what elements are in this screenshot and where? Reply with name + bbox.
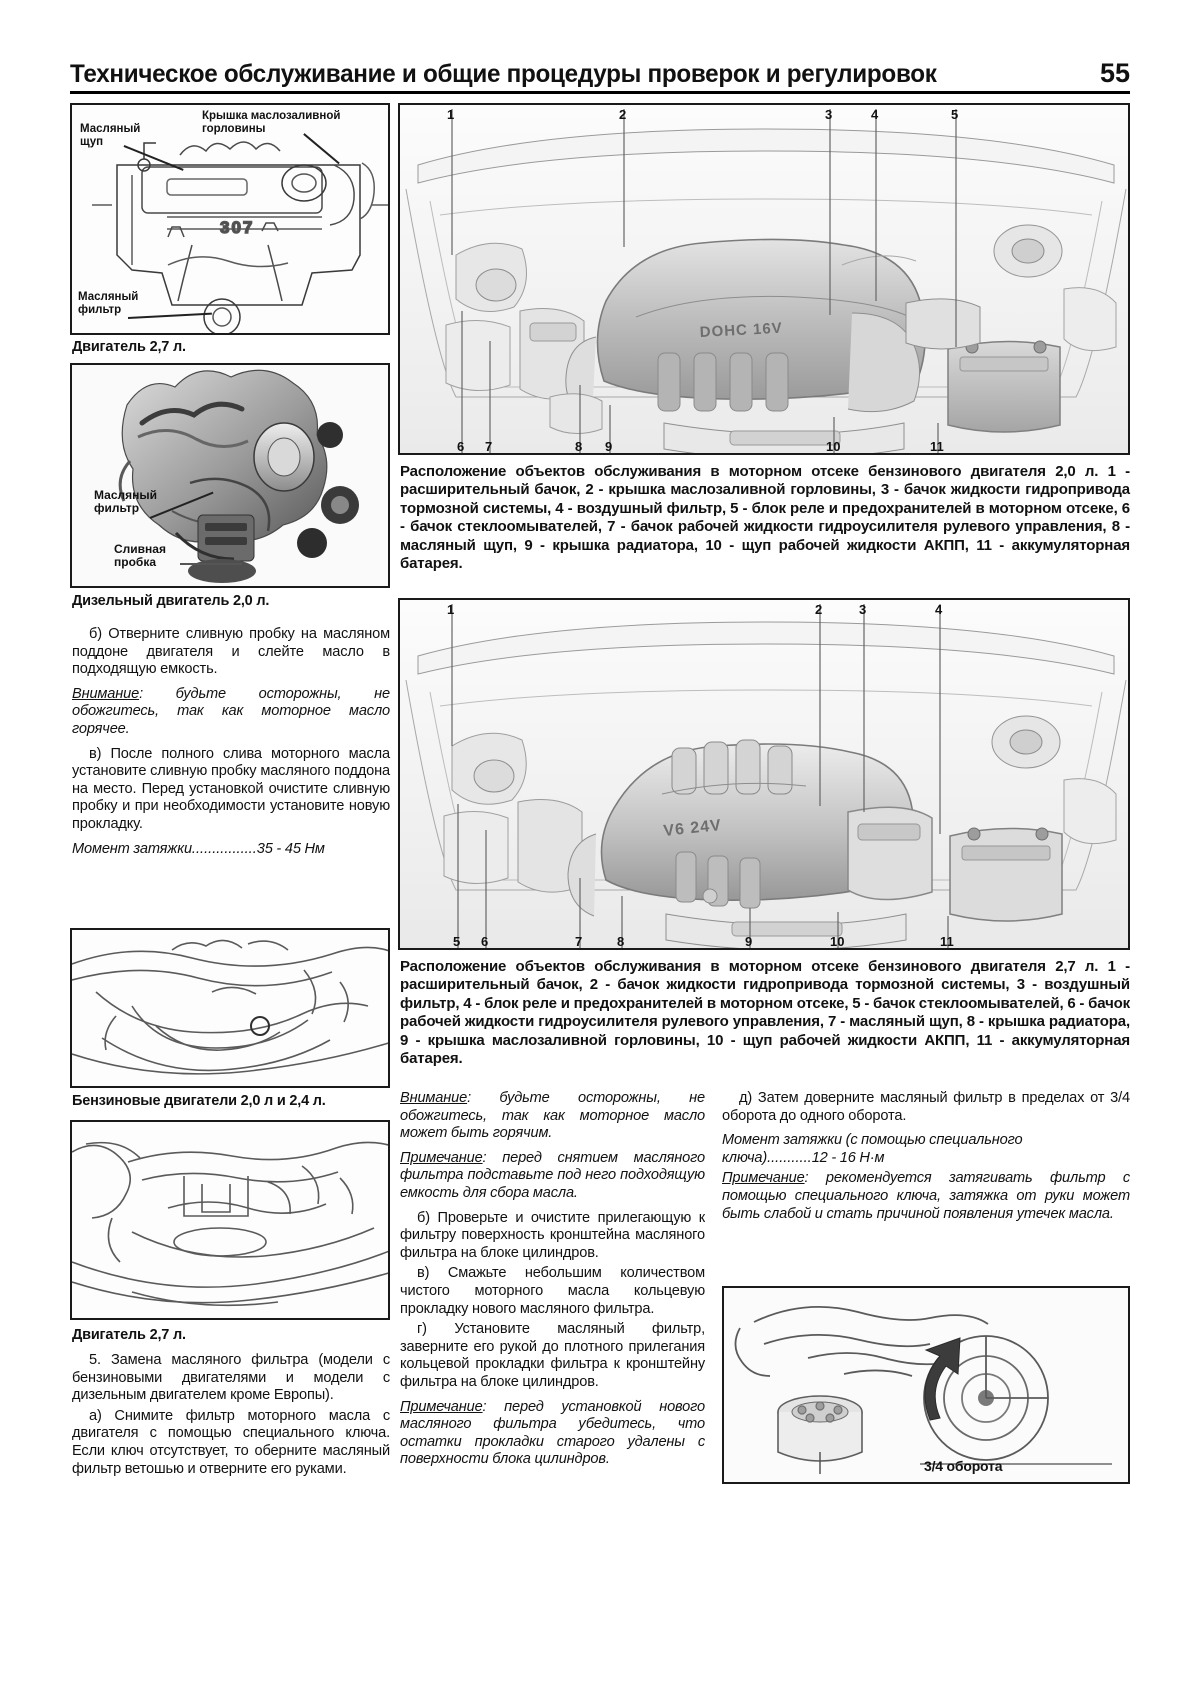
caption-engine-27-bottom: Двигатель 2,7 л. bbox=[72, 1327, 186, 1343]
figure-engine-27-bottom bbox=[70, 1120, 390, 1320]
bay27-number-7: 7 bbox=[575, 934, 583, 949]
engine-bay-27-drawing: V6 24V bbox=[400, 600, 1128, 948]
step-d-filter: д) Затем доверните масляный фильтр в пре… bbox=[722, 1090, 1130, 1124]
petrol-underbody-drawing bbox=[72, 939, 388, 1075]
step-v-filter: в) Смажьте небольшим количеством чистого… bbox=[400, 1265, 705, 1317]
torque-dots-2: ........... bbox=[767, 1149, 812, 1166]
torque-value-2: 12 - 16 Н·м bbox=[811, 1149, 885, 1166]
figure-engine-bay-20: DOHC 16V bbox=[398, 103, 1130, 455]
note-body-1: : перед снятием масляного фильтра подста… bbox=[400, 1149, 705, 1201]
warning-body-1: : будьте осторожны, не обожгитесь, так к… bbox=[72, 685, 390, 737]
label-dipstick: Масляный щуп bbox=[80, 123, 141, 148]
torque-dots-1: ................ bbox=[191, 840, 257, 857]
bay20-number-2: 2 bbox=[619, 107, 627, 122]
step-a-text: а) Снимите фильтр моторного масла с двиг… bbox=[72, 1407, 390, 1477]
engine-bay-20-drawing: DOHC 16V bbox=[400, 105, 1128, 453]
note-label-2: Примечание bbox=[400, 1398, 483, 1415]
bay27-number-5: 5 bbox=[453, 934, 461, 949]
page-title: Техническое обслуживание и общие процеду… bbox=[70, 60, 937, 88]
label-oil-filter-diesel: Масляный фильтр bbox=[94, 488, 157, 515]
caption-filter-turn: 3/4 оборота bbox=[924, 1458, 1003, 1474]
bay27-number-4: 4 bbox=[935, 602, 943, 617]
bottom-right-text: д) Затем доверните масляный фильтр в пре… bbox=[722, 1090, 1130, 1223]
bay27-number-1: 1 bbox=[447, 602, 455, 617]
step-b-filter: б) Проверьте и очистите прилегающую к фи… bbox=[400, 1209, 705, 1261]
label-oil-filter: Масляный фильтр bbox=[78, 291, 139, 316]
warning-label-1: Внимание bbox=[72, 685, 140, 702]
bay20-number-3: 3 bbox=[825, 107, 833, 122]
note-label-3: Примечание bbox=[722, 1170, 805, 1187]
engine-marking-20: DOHC 16V bbox=[699, 320, 783, 341]
bay20-number-11: 11 bbox=[930, 439, 944, 454]
bottom-middle-text: Внимание: будьте осторожны, не обожгитес… bbox=[400, 1090, 705, 1469]
warning-label-2: Внимание bbox=[400, 1090, 468, 1106]
engine-27-drawing: 307 bbox=[92, 141, 388, 333]
filter-turn-drawing bbox=[724, 1288, 1128, 1482]
bay27-number-8: 8 bbox=[617, 934, 625, 949]
label-oil-filler-cap: Крышка маслозаливной горловины bbox=[202, 110, 341, 135]
figure-petrol-20-24 bbox=[70, 928, 390, 1088]
filter-replacement-heading: 5. Замена масляного фильтра (модели с бе… bbox=[72, 1352, 390, 1404]
note-body-3: : рекомендуется затягивать фильтр с помо… bbox=[722, 1170, 1130, 1222]
page-header: Техническое обслуживание и общие процеду… bbox=[70, 52, 1130, 94]
bay20-number-9: 9 bbox=[605, 439, 613, 454]
bay27-number-3: 3 bbox=[859, 602, 867, 617]
caption-petrol-20-24: Бензиновые двигатели 2,0 л и 2,4 л. bbox=[72, 1093, 326, 1109]
figure-filter-turn: 3/4 оборота bbox=[722, 1286, 1130, 1484]
bay20-number-6: 6 bbox=[457, 439, 465, 454]
caption-engine-bay-27: Расположение объектов обслуживания в мот… bbox=[400, 958, 1130, 1068]
bay20-number-7: 7 bbox=[485, 439, 493, 454]
torque-value-1: 35 - 45 Нм bbox=[256, 840, 325, 857]
torque-label-2: Момент затяжки (с помощью специального к… bbox=[722, 1132, 1023, 1166]
figure-engine-27-top: 307 Масляный щуп Крышка маслозаливной го… bbox=[70, 103, 390, 335]
bay27-number-11: 11 bbox=[940, 934, 954, 949]
bay20-number-5: 5 bbox=[951, 107, 959, 122]
bottom-left-text: 5. Замена масляного фильтра (модели с бе… bbox=[72, 1352, 390, 1478]
bay20-number-10: 10 bbox=[826, 439, 841, 454]
left-column-text: б) Отверните сливную пробку на масляном … bbox=[72, 626, 390, 858]
bay20-number-4: 4 bbox=[871, 107, 879, 122]
diesel-20-photo bbox=[72, 365, 388, 586]
caption-diesel-20: Дизельный двигатель 2,0 л. bbox=[72, 593, 270, 609]
figure-diesel-20: Масляный фильтр Сливная пробка bbox=[70, 363, 390, 588]
bay27-number-10: 10 bbox=[830, 934, 845, 949]
caption-engine-27-top: Двигатель 2,7 л. bbox=[72, 339, 186, 355]
bay27-number-2: 2 bbox=[815, 602, 823, 617]
note-label-1: Примечание bbox=[400, 1149, 483, 1166]
step-v-text: в) После полного слива моторного масла у… bbox=[72, 745, 390, 832]
bay27-number-6: 6 bbox=[481, 934, 489, 949]
engine-27-underbody-drawing bbox=[72, 1141, 388, 1307]
label-drain-plug: Сливная пробка bbox=[114, 542, 166, 569]
note-body-2: : перед установкой нового масляного филь… bbox=[400, 1398, 705, 1468]
step-b-text: б) Отверните сливную пробку на масляном … bbox=[72, 626, 390, 678]
bay27-number-9: 9 bbox=[745, 934, 753, 949]
caption-engine-bay-20: Расположение объектов обслуживания в мот… bbox=[400, 463, 1130, 573]
bay20-number-1: 1 bbox=[447, 107, 455, 122]
leader-drain-plug bbox=[180, 563, 242, 565]
step-g-filter: г) Установите масляный фильтр, заверните… bbox=[400, 1321, 705, 1390]
torque-label-1: Момент затяжки bbox=[72, 840, 192, 857]
page-number: 55 bbox=[1099, 58, 1130, 88]
svg-text:307: 307 bbox=[220, 218, 254, 237]
warning-body-2: : будьте осторожны, не обожгитесь, так к… bbox=[400, 1090, 705, 1142]
engine-marking-27: V6 24V bbox=[663, 817, 723, 840]
bay20-number-8: 8 bbox=[575, 439, 583, 454]
figure-engine-bay-27: V6 24V bbox=[398, 598, 1130, 950]
